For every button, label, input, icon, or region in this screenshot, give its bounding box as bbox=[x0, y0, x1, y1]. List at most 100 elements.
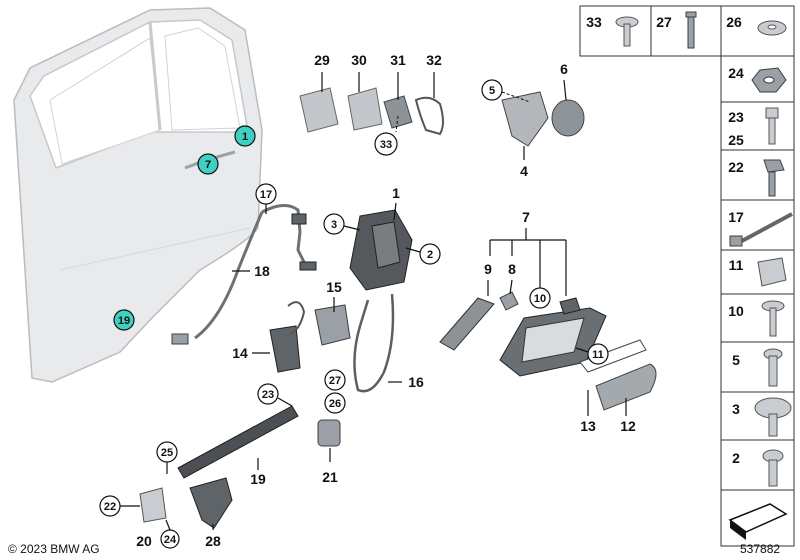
svg-text:10: 10 bbox=[534, 293, 546, 305]
callout-21: 21 bbox=[322, 448, 338, 485]
hw-label-33: 33 bbox=[586, 14, 602, 30]
callout-6: 6 bbox=[560, 61, 568, 101]
hw-label-24: 24 bbox=[728, 65, 744, 81]
release-cable-16-illustration bbox=[353, 293, 395, 393]
hw-label-10: 10 bbox=[728, 303, 744, 319]
svg-text:27: 27 bbox=[329, 375, 341, 387]
svg-text:15: 15 bbox=[326, 279, 342, 295]
svg-text:17: 17 bbox=[260, 189, 272, 201]
callout-10-handle: 10 bbox=[529, 287, 551, 309]
hw-screw-5-illustration bbox=[763, 348, 783, 387]
svg-text:6: 6 bbox=[560, 61, 568, 77]
svg-text:25: 25 bbox=[161, 447, 173, 459]
door-lock-illustration bbox=[349, 209, 413, 291]
hw-label-23: 23 bbox=[728, 109, 744, 125]
svg-text:7: 7 bbox=[522, 209, 530, 225]
callout-27-mid: 27 bbox=[324, 369, 346, 391]
hw-label-25: 25 bbox=[728, 132, 744, 148]
svg-text:9: 9 bbox=[484, 261, 492, 277]
outer-handle-illustration bbox=[439, 291, 657, 411]
svg-text:3: 3 bbox=[331, 219, 337, 231]
hw-nut-24-illustration bbox=[751, 67, 787, 93]
callout-19: 19 bbox=[250, 458, 266, 487]
lock-mechanism-14-illustration bbox=[269, 301, 351, 373]
svg-text:24: 24 bbox=[164, 534, 177, 546]
hw-label-2: 2 bbox=[732, 450, 740, 466]
hw-label-5: 5 bbox=[732, 352, 740, 368]
svg-text:1: 1 bbox=[392, 185, 400, 201]
hw-label-17: 17 bbox=[728, 209, 744, 225]
hw-label-27: 27 bbox=[656, 14, 672, 30]
callout-24-left: 24 bbox=[160, 519, 180, 549]
callout-32: 32 bbox=[426, 52, 442, 98]
door-callout-19: 19 bbox=[113, 309, 135, 331]
hw-screw-33-illustration bbox=[615, 16, 639, 47]
callout-22-left: 22 bbox=[99, 495, 140, 517]
callout-7: 7 bbox=[489, 209, 567, 296]
callout-25-left: 25 bbox=[156, 441, 178, 474]
svg-text:11: 11 bbox=[592, 349, 604, 361]
callout-14: 14 bbox=[232, 345, 270, 361]
svg-text:21: 21 bbox=[322, 469, 338, 485]
callout-3: 3 bbox=[323, 213, 361, 235]
bowden-cable-illustration bbox=[171, 204, 317, 345]
pads-illustration bbox=[299, 87, 444, 136]
callout-13: 13 bbox=[580, 390, 596, 434]
svg-text:7: 7 bbox=[205, 159, 211, 171]
svg-text:4: 4 bbox=[520, 163, 528, 179]
hw-bolt-23-illustration bbox=[765, 107, 779, 145]
callout-16: 16 bbox=[388, 374, 424, 390]
door-check-rod-illustration bbox=[177, 405, 341, 479]
callout-28: 28 bbox=[205, 524, 221, 549]
callout-18: 18 bbox=[232, 263, 270, 279]
hw-screw-10-illustration bbox=[761, 300, 785, 337]
callout-26-mid: 26 bbox=[324, 392, 346, 414]
svg-text:20: 20 bbox=[136, 533, 152, 549]
hw-tie-17-illustration bbox=[729, 212, 793, 247]
callout-15: 15 bbox=[326, 279, 342, 312]
svg-text:19: 19 bbox=[118, 315, 130, 327]
callout-2: 2 bbox=[405, 243, 441, 265]
callout-20: 20 bbox=[136, 533, 152, 549]
callout-11-handle: 11 bbox=[575, 343, 609, 365]
svg-text:26: 26 bbox=[329, 398, 341, 410]
svg-text:22: 22 bbox=[104, 501, 116, 513]
svg-text:28: 28 bbox=[205, 533, 221, 549]
bracket-20-illustration bbox=[139, 477, 233, 529]
svg-text:1: 1 bbox=[242, 131, 248, 143]
hw-label-26: 26 bbox=[726, 14, 742, 30]
svg-text:31: 31 bbox=[390, 52, 406, 68]
copyright-text: © 2023 BMW AG bbox=[8, 542, 100, 556]
hw-clip-11-illustration bbox=[757, 257, 787, 287]
svg-text:32: 32 bbox=[426, 52, 442, 68]
callout-1: 1 bbox=[392, 185, 400, 221]
hw-bolt-22-illustration bbox=[763, 159, 785, 197]
svg-text:30: 30 bbox=[351, 52, 367, 68]
callout-5: 5 bbox=[481, 79, 531, 103]
svg-text:29: 29 bbox=[314, 52, 330, 68]
hw-label-11: 11 bbox=[729, 257, 744, 273]
svg-text:2: 2 bbox=[427, 249, 433, 261]
svg-text:19: 19 bbox=[250, 471, 266, 487]
image-number: 537882 bbox=[740, 542, 780, 556]
callout-4: 4 bbox=[520, 146, 528, 179]
hw-screw-3-illustration bbox=[754, 397, 792, 437]
svg-text:12: 12 bbox=[620, 418, 636, 434]
hw-label-22: 22 bbox=[728, 159, 744, 175]
callout-33-pads: 33 bbox=[374, 115, 399, 156]
callout-23: 23 bbox=[257, 383, 293, 407]
reference-arrow-icon bbox=[728, 503, 788, 540]
callout-9: 9 bbox=[484, 261, 492, 296]
hw-washer-26-illustration bbox=[757, 20, 787, 36]
svg-text:5: 5 bbox=[489, 85, 495, 97]
callout-31: 31 bbox=[390, 52, 406, 100]
hardware-table bbox=[579, 5, 795, 547]
callout-30: 30 bbox=[351, 52, 367, 92]
svg-text:23: 23 bbox=[262, 389, 274, 401]
svg-text:14: 14 bbox=[232, 345, 248, 361]
callout-8: 8 bbox=[508, 261, 516, 295]
svg-text:16: 16 bbox=[408, 374, 424, 390]
callout-29: 29 bbox=[314, 52, 330, 92]
hw-bolt-27-illustration bbox=[685, 11, 697, 49]
